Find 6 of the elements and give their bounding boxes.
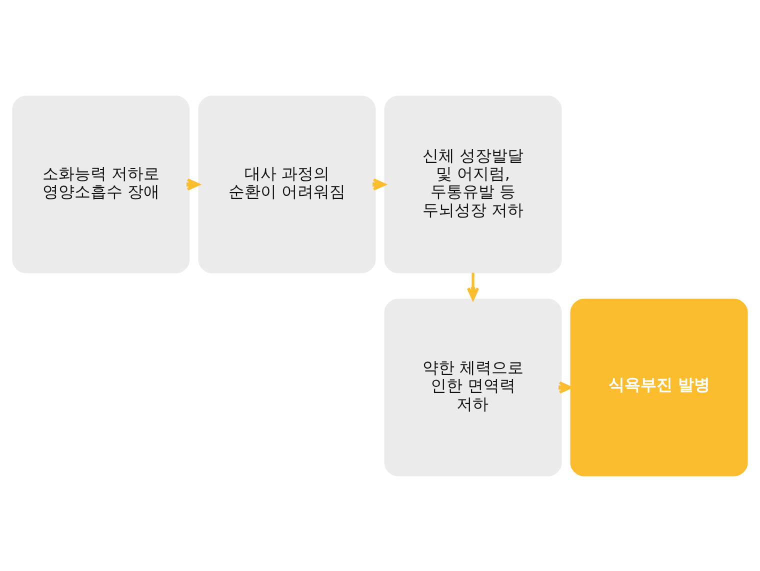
arrow bbox=[186, 178, 200, 190]
node-box: 식욕부진 발병 bbox=[570, 298, 748, 476]
arrow bbox=[558, 380, 572, 394]
node-box: 신체 성장발달 및 어지럼, 두통유발 등 두뇌성장 저하 bbox=[384, 95, 562, 273]
arrow bbox=[372, 178, 386, 190]
arrow bbox=[466, 272, 480, 300]
